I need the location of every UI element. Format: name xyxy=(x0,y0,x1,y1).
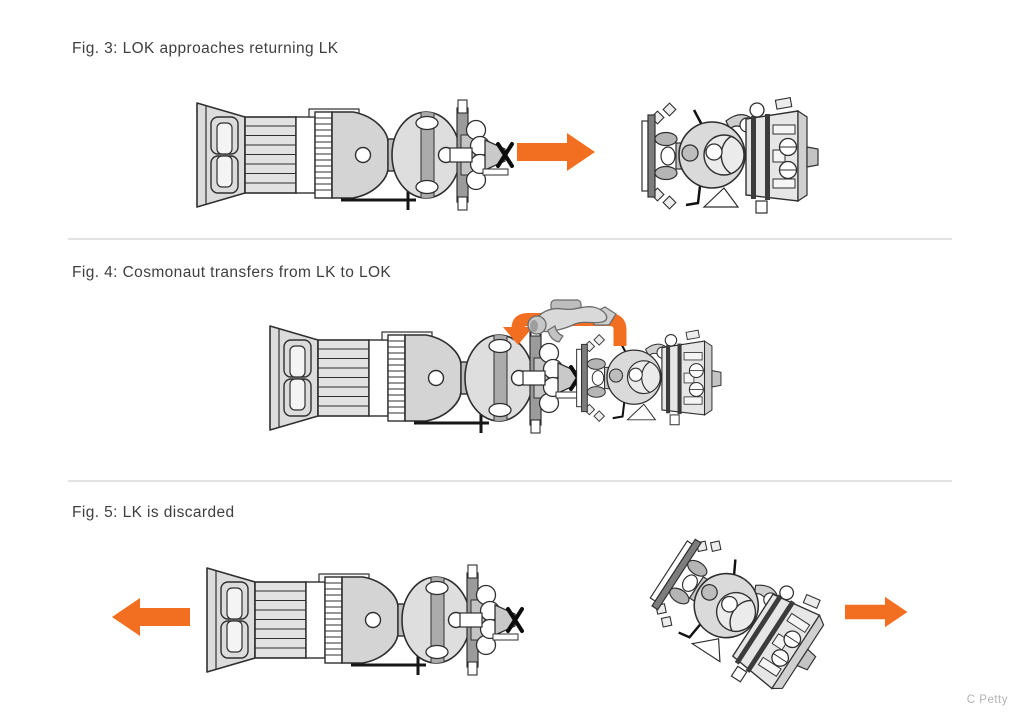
credit-text: C Petty xyxy=(966,694,1008,706)
figure-4-illustration xyxy=(0,299,722,480)
right-arrow-icon xyxy=(517,133,595,171)
figure-3-illustration xyxy=(0,96,820,215)
lok-spacecraft xyxy=(207,565,522,675)
lk-spacecraft-tilted xyxy=(637,530,844,711)
figure-5-illustration xyxy=(112,530,908,711)
right-arrow-icon xyxy=(845,596,908,628)
lok-spacecraft xyxy=(270,323,585,433)
figure-5-caption: Fig. 5: LK is discarded xyxy=(72,504,235,521)
left-arrow-icon xyxy=(112,598,190,636)
figure-3-caption: Fig. 3: LOK approaches returning LK xyxy=(72,40,339,57)
lk-spacecraft xyxy=(640,96,820,215)
figure-4-caption: Fig. 4: Cosmonaut transfers from LK to L… xyxy=(72,264,392,281)
lok-spacecraft xyxy=(197,100,512,210)
section-divider xyxy=(68,238,952,240)
lk-spacecraft-docked xyxy=(575,329,722,426)
section-divider xyxy=(68,480,952,482)
